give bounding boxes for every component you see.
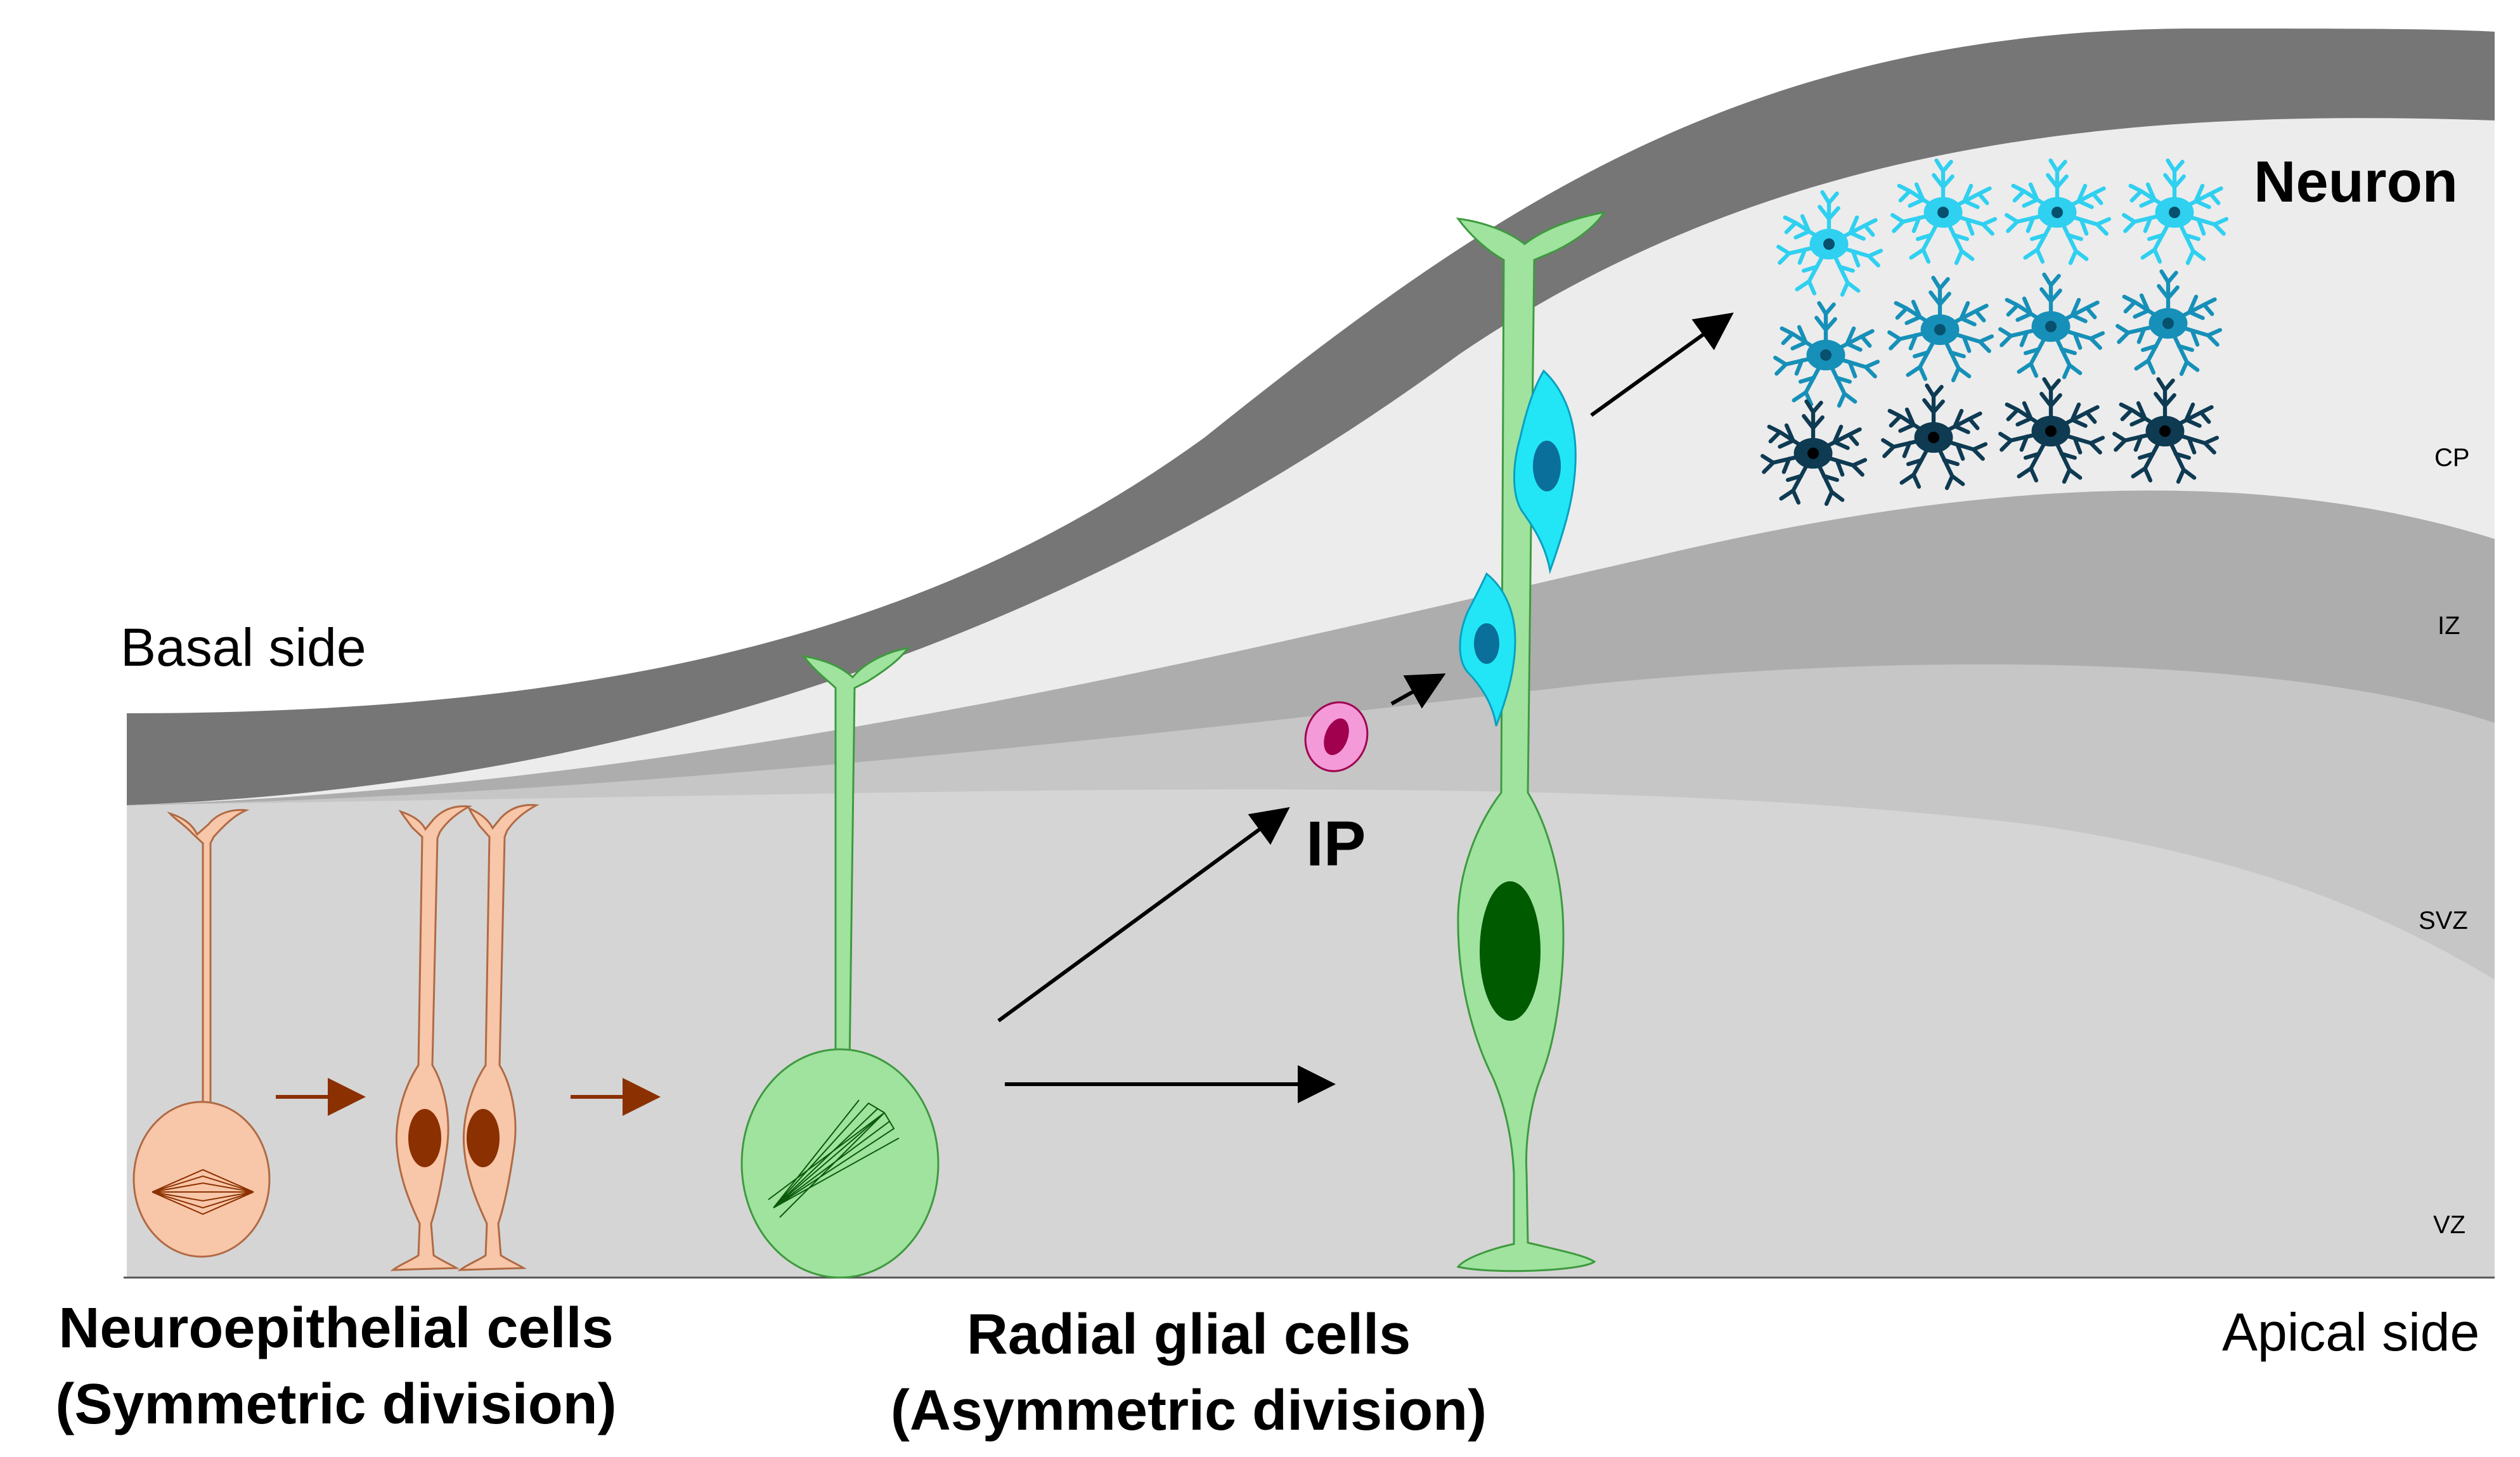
- layer-label-iz: IZ: [2438, 612, 2460, 640]
- pial-band: [127, 29, 2495, 805]
- radial-glial-caption-line1: Radial glial cells: [967, 1303, 1411, 1366]
- basal-side-label: Basal side: [120, 618, 366, 677]
- radial-glial-caption-line2: (Asymmetric division): [891, 1379, 1487, 1442]
- lineage-arrows: [997, 312, 1734, 1103]
- radial-glia-nucleus: [1480, 881, 1541, 1021]
- dividing-neuroepithelial-cell: [132, 809, 271, 1258]
- neuroepithelial-caption-line2: (Symmetric division): [55, 1373, 616, 1436]
- neuroepithelial-daughter-cell: [390, 805, 472, 1271]
- intermediate-progenitor-cell: [1304, 701, 1369, 772]
- radial-glial-cell: [1456, 210, 1606, 1272]
- arrow-ip-to-neuron: [1390, 673, 1446, 709]
- vz-zone: [127, 789, 2495, 1278]
- radial-glial-cells: [740, 210, 1606, 1279]
- ip-nucleus: [1324, 718, 1349, 755]
- apical-side-label: Apical side: [2222, 1302, 2479, 1362]
- dividing-radial-glial-cell: [740, 646, 940, 1279]
- cortical-neurons: [1762, 160, 2226, 504]
- layer-label-svz: SVZ: [2419, 907, 2468, 935]
- arrow-to-cortical-neurons: [1590, 312, 1734, 417]
- arrow-to-ip: [997, 806, 1290, 1023]
- layer-label-cp: CP: [2434, 444, 2470, 472]
- neuroepithelial-cells: [132, 804, 540, 1271]
- ip-label: IP: [1306, 808, 1366, 879]
- neuroepithelial-caption-line1: Neuroepithelial cells: [58, 1297, 613, 1360]
- migrating-neuron: [1513, 369, 1577, 574]
- mitotic-spindle: [768, 1099, 900, 1218]
- tissue-layers: [124, 29, 2495, 1279]
- mitotic-spindle: [152, 1169, 254, 1215]
- layer-label-vz: VZ: [2433, 1211, 2465, 1239]
- migrating-neurons: [1459, 369, 1577, 727]
- neuroepithelial-nucleus: [408, 1109, 441, 1167]
- neuron-label: Neuron: [2254, 150, 2458, 214]
- neuroepithelial-nucleus: [467, 1109, 500, 1167]
- migrating-neuron: [1459, 572, 1516, 727]
- neuroepithelial-daughter-cell: [457, 804, 540, 1271]
